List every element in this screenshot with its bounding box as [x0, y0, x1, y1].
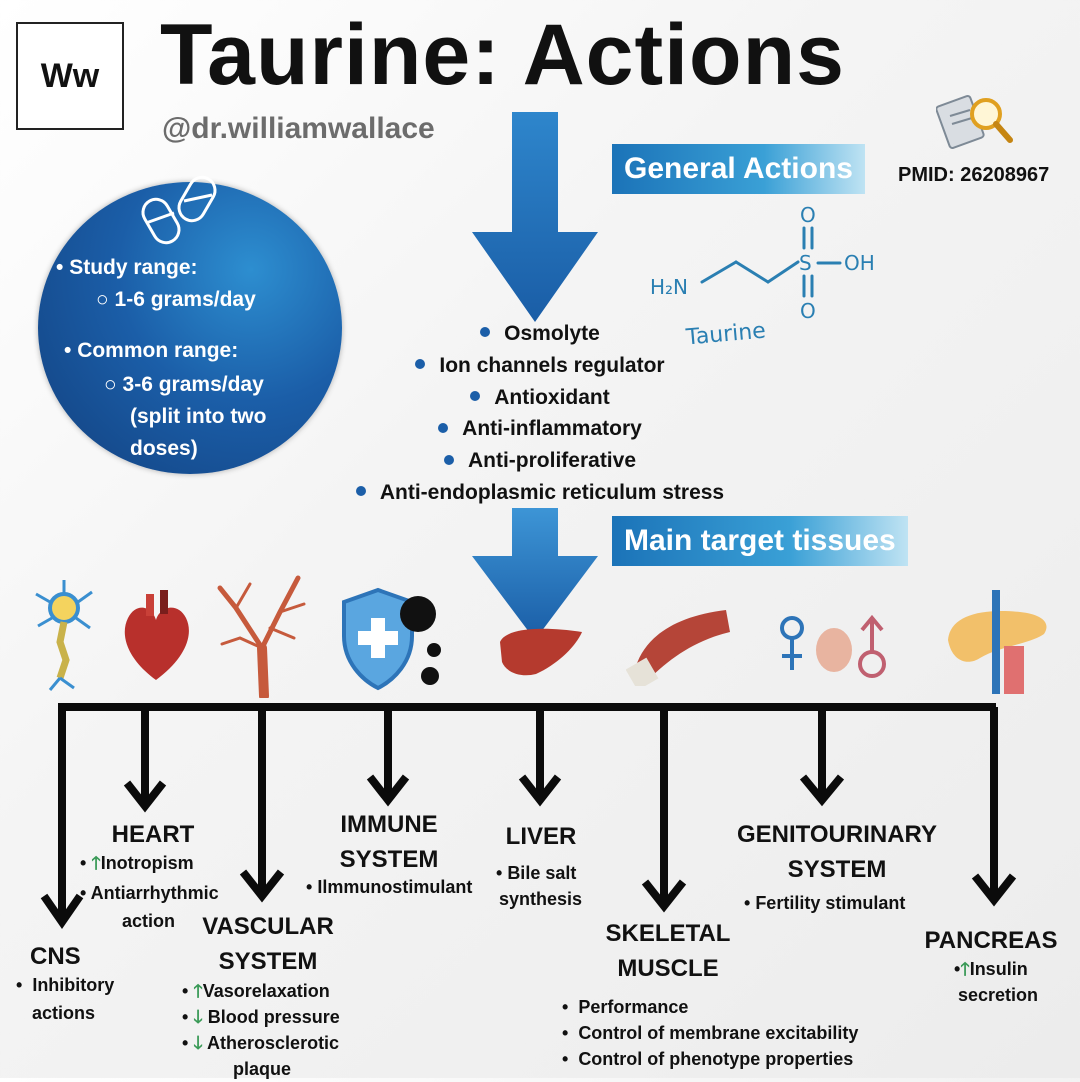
neuron-icon [35, 580, 93, 691]
svg-text:O: O [800, 203, 816, 227]
search-document-icon [936, 95, 1013, 149]
heart-item-antiarrhythmic: • Antiarrhythmic [80, 883, 219, 903]
general-actions-label: General Actions [612, 144, 865, 194]
common-range-label: • Common range: [64, 339, 239, 362]
svg-text:O: O [800, 299, 816, 323]
svg-text:H₂N: H₂N [650, 275, 688, 299]
author-handle: @dr.williamwallace [162, 112, 435, 145]
muscle-icon [626, 610, 730, 686]
list-item: Anti-proliferative [300, 445, 780, 477]
liver-item-synthesis: synthesis [499, 889, 583, 909]
common-range-note: (split into two [130, 405, 267, 428]
pancreas-title: PANCREAS [924, 927, 1058, 954]
skeletal-item-performance: • Performance [562, 997, 689, 1017]
logo: Ww [16, 22, 124, 130]
vascular-item-blood-pressure: • 🡓 Blood pressure [182, 1007, 340, 1027]
immune-shield-icon [342, 587, 441, 691]
heart-item-action: action [122, 911, 176, 931]
pancreas-icon [948, 590, 1047, 694]
immune-item: • Ilmmunostimulant [306, 877, 473, 897]
general-actions-list: Osmolyte Ion channels regulator Antioxid… [300, 318, 780, 509]
pancreas-item-secretion: secretion [958, 985, 1039, 1005]
skeletal-item-phenotype: • Control of phenotype properties [562, 1049, 854, 1069]
cns-title: CNS [30, 943, 81, 970]
vascular-item-atherosclerotic: • 🡓 Atherosclerotic [182, 1033, 340, 1053]
arrow-down-icon [472, 112, 598, 322]
heart-item-inotropism: • 🡑Inotropism [80, 853, 194, 873]
arrow-down-icon [472, 508, 598, 640]
genitourinary-item: • Fertility stimulant [744, 893, 906, 913]
page-title: Taurine: Actions [160, 7, 845, 103]
common-range-note-2: doses) [130, 437, 198, 460]
pmid-reference: PMID: 26208967 [898, 164, 1050, 186]
list-item: Anti-endoplasmic reticulum stress [300, 477, 780, 509]
liver-icon [500, 628, 582, 676]
blood-vessels-icon [217, 575, 306, 698]
list-item: Osmolyte [300, 318, 780, 350]
main-target-tissues-label: Main target tissues [612, 516, 908, 566]
vascular-item-plaque: plaque [233, 1059, 292, 1079]
list-item: Anti-inflammatory [300, 413, 780, 445]
dosing-circle [38, 182, 342, 474]
list-item: Ion channels regulator [300, 350, 780, 382]
study-range-label: • Study range: [56, 256, 198, 279]
svg-text:S: S [799, 251, 812, 275]
pancreas-item-insulin: •🡑Insulin [954, 959, 1028, 979]
list-item: Antioxidant [300, 382, 780, 414]
liver-item-bile-salt: • Bile salt [496, 863, 577, 883]
cns-item-actions: actions [32, 1003, 96, 1023]
common-range-value: ○ 3-6 grams/day [104, 373, 264, 396]
taurine-structure: H₂N S OH O O [650, 203, 875, 323]
svg-text:OH: OH [844, 251, 875, 275]
cns-item-inhibitory: • Inhibitory [16, 975, 115, 995]
skeletal-item-membrane: • Control of membrane excitability [562, 1023, 859, 1043]
study-range-value: ○ 1-6 grams/day [96, 288, 256, 311]
heart-title: HEART [111, 821, 195, 848]
pills-icon [141, 175, 217, 245]
fertility-icon [780, 614, 886, 678]
liver-title: LIVER [505, 823, 577, 850]
heart-icon [124, 590, 189, 680]
vascular-item-vasorelaxation: • 🡑Vasorelaxation [182, 981, 330, 1001]
